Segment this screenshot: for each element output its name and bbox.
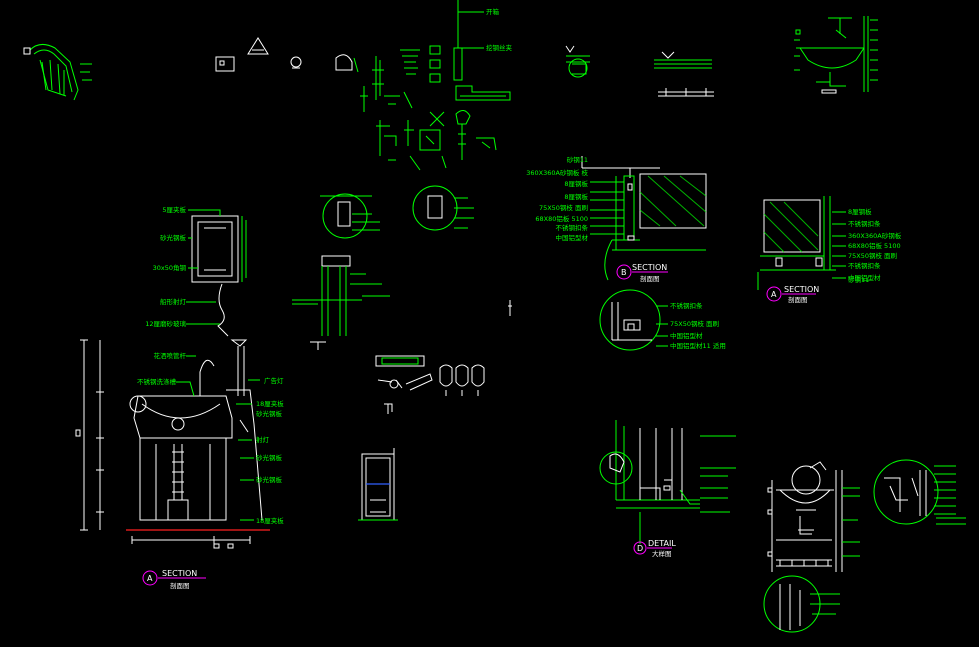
secc-callouts-label: 75X50钢枝 面刷 xyxy=(848,251,897,260)
secb-callouts-label: 8厘钢板 xyxy=(564,192,588,201)
main-section-tag-subtitle: 剖面图 xyxy=(170,581,190,590)
detail-d-tag-subtitle: 大样图 xyxy=(652,549,672,558)
secc-callouts-label: 360X360A砂钢板 xyxy=(848,231,902,240)
secb-callouts-label: 68X80铝板 5100 xyxy=(535,214,588,223)
section-c-tag-subtitle: 剖面图 xyxy=(788,295,808,304)
circle-details-middle xyxy=(292,185,512,350)
small-symbols-top xyxy=(215,37,359,73)
secb-callouts-label: 砂钢11 xyxy=(567,155,588,164)
secb-callouts-label: 中国铝型材 xyxy=(556,233,589,242)
secc-callouts-label: 不锈钢扣条 xyxy=(848,261,881,270)
main-callouts-label: 花洒喷管杆 xyxy=(154,351,187,360)
main-callouts-label: 18厘夹板 xyxy=(256,399,284,408)
main-section-tag-number: A xyxy=(147,574,153,583)
detail-d-tag-number: D xyxy=(637,544,643,553)
section-c-tag-title: SECTION xyxy=(784,285,819,294)
label-top-2: 挖钢丝夹 xyxy=(486,43,513,52)
secb-detail-callouts-label: 中国铝型材11 适用 xyxy=(670,341,726,350)
secb-callouts-label: 不锈钢扣条 xyxy=(556,223,589,232)
secc-callouts-label: 68X80铝板 5100 xyxy=(848,241,901,250)
basin-section-bottom-right xyxy=(763,459,966,633)
main-callouts-label: 砂光钢板 xyxy=(256,453,283,462)
section-b-tag-number: B xyxy=(621,268,627,277)
main-callouts-label: 30x50角钢 xyxy=(153,263,187,272)
basin-elevation-top-right xyxy=(794,16,878,94)
main-callouts-label: 不锈钢洗涤槽 xyxy=(137,377,177,386)
section-b-tag-title: SECTION xyxy=(632,263,667,272)
main-callouts-label: 广告灯 xyxy=(264,376,284,385)
main-callouts-label: 12厘磨砂玻璃 xyxy=(145,319,186,328)
section-b-wall-detail: 砂钢11 360X360A砂钢板 枝 8厘钢板 8厘钢板 75X50钢枝 面刷 68X80… xyxy=(526,155,726,351)
label-top-1: 开箱 xyxy=(486,7,500,16)
detail-d-tag-title: DETAIL xyxy=(648,539,676,548)
secc-callouts-label: 中国铝型材 xyxy=(848,273,881,282)
section-b-callouts: 砂钢11 360X360A砂钢板 枝 8厘钢板 8厘钢板 75X50钢枝 面刷 68X80… xyxy=(526,155,588,242)
edge-detail-strips xyxy=(565,45,714,97)
secb-callouts-label: 360X360A砂钢板 枝 xyxy=(526,168,588,177)
hardware-icons xyxy=(375,355,485,414)
main-callouts-label: 砂光钢板 xyxy=(256,409,283,418)
main-callouts-label: 砂光钢板 xyxy=(256,475,283,484)
secb-callouts-label: 8厘钢板 xyxy=(564,179,588,188)
main-section-tag-title: SECTION xyxy=(162,569,197,578)
cabinet-elevation xyxy=(358,448,398,521)
secb-callouts-label: 75X50钢枝 面刷 xyxy=(539,203,588,212)
stair-detail-sketch xyxy=(23,44,92,101)
secb-detail-callouts-label: 不锈钢扣条 xyxy=(670,301,703,310)
main-callouts-label: 船形射灯 xyxy=(160,297,187,306)
secb-detail-callouts-label: 75X50钢枝 面刷 xyxy=(670,319,719,328)
detail-d-drawing: D DETAIL 大样图 xyxy=(599,420,736,558)
main-callouts-label: 18厘夹板 xyxy=(256,516,284,525)
main-callouts-label: 5厘夹板 xyxy=(162,205,186,214)
section-c-tag-number: A xyxy=(771,290,777,299)
main-section-tag-circle xyxy=(142,570,158,586)
main-callouts-label: 射灯 xyxy=(256,435,270,444)
secc-callouts-label: 8厘钢板 xyxy=(848,207,872,216)
fittings-cluster: 开箱 挖钢丝夹 xyxy=(360,0,513,171)
main-callouts-label: 砂光钢板 xyxy=(160,233,187,242)
secc-callouts-label: 不锈钢扣条 xyxy=(848,219,881,228)
secc-callouts-label: 砂钢11 xyxy=(848,275,869,284)
section-b-tag-subtitle: 剖面图 xyxy=(640,274,660,283)
secb-detail-callouts-label: 中国铝型材 xyxy=(670,331,703,340)
